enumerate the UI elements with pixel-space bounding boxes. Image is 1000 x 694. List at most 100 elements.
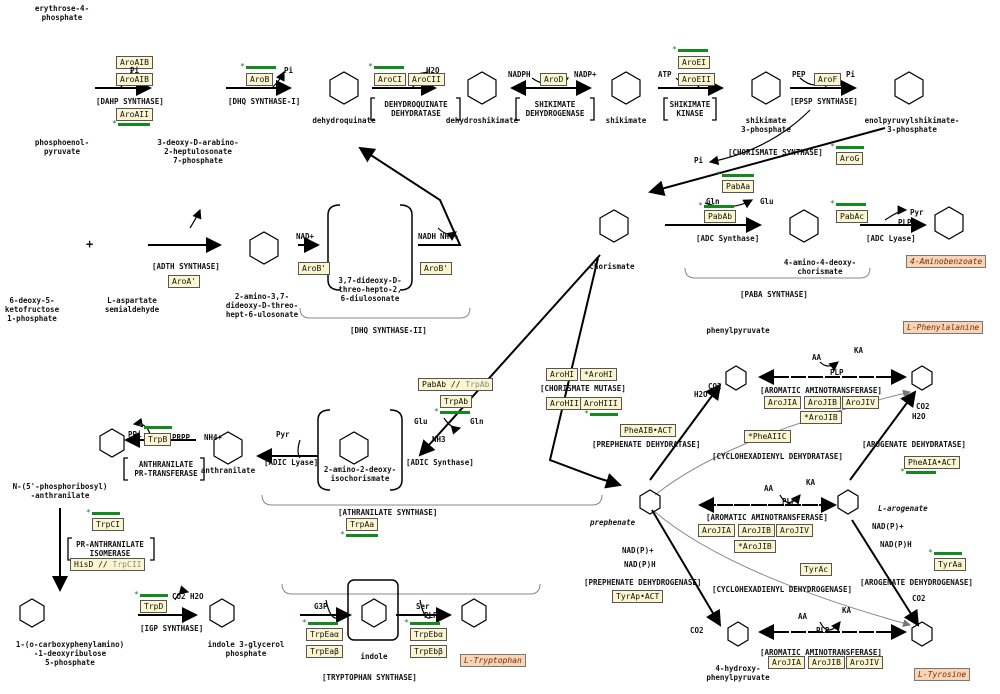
cofactor-plp: PLP [830,368,844,377]
enzyme-trpab[interactable]: TrpAb [440,395,473,408]
anthranilate-label: anthranilate [200,466,256,475]
enzyme-aroj-star-1[interactable]: *AroJIB [800,411,842,424]
enzyme-phea-ib-act[interactable]: PheAIB•ACT [620,424,677,437]
adic-synthase-label: [ADIC Synthase] [406,458,474,467]
igp-synthase-label: [IGP SYNTHASE] [140,624,204,633]
prephenate-label: prephenate [590,518,636,527]
enzyme-arob-prime-2[interactable]: AroB' [420,262,453,275]
cofactor-ka: KA [806,478,816,487]
green-marker [698,201,734,210]
ketofructose-label: 6-deoxy-5- ketofructose 1-phosphate [4,296,60,323]
enzyme-pabab[interactable]: PabAb [704,210,737,223]
green-marker [584,409,618,418]
cofactor-pi: Pi [694,156,704,165]
aspartate-semialdehyde-label: L-aspartate semialdehyde [104,296,160,314]
plus-sign: + [86,237,94,251]
l-tryptophan-endproduct: L-Tryptophan [460,654,526,667]
cofactor-co2: CO2 [708,382,722,391]
enzyme-hisd-trpc-ii[interactable]: HisD // TrpCII [70,558,146,571]
enzyme-aroa-ib[interactable]: AroAIB [116,56,153,69]
arogenate-dehydrogenase-label: [AROGENATE DEHYDROGENASE] [860,578,973,587]
enzyme-aroh-i[interactable]: AroHI [546,368,579,381]
enzyme-trpeb-beta[interactable]: TrpEbβ [410,645,447,658]
shikimate-dehydrogenase-label: SHIKIMATE DEHYDROGENASE [525,100,585,118]
enzyme-trpea-alpha[interactable]: TrpEaα [306,628,343,641]
cofactor-co2: CO2 [690,626,704,635]
dehydroquinate-dehydratase-label: DEHYDROQUINATE DEHYDRATASE [384,100,448,118]
anthranilate-pr-transferase-label: ANTHRANILATE PR-TRANSFERASE [134,460,198,478]
enzyme-arog[interactable]: AroG [836,152,864,165]
cofactor-gln: Gln [706,197,720,206]
phenylpyruvate-label: phenylpyruvate [706,326,770,335]
enzyme-pabac[interactable]: PabAc [836,210,869,223]
enzyme-aroj-iv-3[interactable]: AroJIV [846,656,883,669]
enzyme-aroj-star-2[interactable]: *AroJIB [734,540,776,553]
epsp-synthase-label: [EPSP SYNTHASE] [790,97,858,106]
cdrp-label: 1-(o-carboxyphenylamino) -1-deoxyribulos… [15,640,125,667]
enzyme-trpeb-alpha[interactable]: TrpEbα [410,628,447,641]
enzyme-aroh-star[interactable]: *AroHI [580,368,617,381]
cofactor-nadp: NADP+ [574,70,597,79]
enzyme-tyra-c[interactable]: TyrAc [800,563,833,576]
dhq-synthase-ii-label: [DHQ SYNTHASE-II] [350,326,427,335]
cofactor-h2o: H2O [694,390,708,399]
enzyme-aroh-iii[interactable]: AroHIII [580,397,622,410]
enzyme-aroj-ib-1[interactable]: AroJIB [804,396,841,409]
enzyme-phea-ia-act[interactable]: PheAIA•ACT [904,456,961,469]
enzyme-arof[interactable]: AroF [814,73,842,86]
cofactor-co2: CO2 [912,594,926,603]
enzyme-trpaa[interactable]: TrpAa [346,518,379,531]
tryptophan-synthase-label: [TRYPTOPHAN SYNTHASE] [322,673,417,682]
cofactor-ka: KA [854,346,864,355]
cofactor-nadh: NADH [418,232,437,241]
cofactor-nh4: NH4+ [204,433,223,442]
enzyme-pabab-trpab[interactable]: PabAb // TrpAb [418,378,494,391]
l-phenylalanine-endproduct: L-Phenylalanine [903,321,984,334]
enzyme-trpd[interactable]: TrpD [140,600,168,613]
enzyme-aroj-ia-1[interactable]: AroJIA [764,396,801,409]
enzyme-aroc-i[interactable]: AroCI [374,73,407,86]
enzyme-aroj-ia-2[interactable]: AroJIA [698,524,735,537]
dehydroshikimate-label: dehydroshikimate [445,116,519,125]
pra-label: N-(5'-phosphoribosyl) -anthranilate [12,482,108,500]
enzyme-aroa-prime[interactable]: AroA' [168,275,201,288]
enzyme-aroc-ii[interactable]: AroCII [408,73,445,86]
enzyme-trpb[interactable]: TrpB [144,433,172,446]
enzyme-aroa-ib-2[interactable]: AroAIB [116,73,153,86]
enzyme-trpea-beta[interactable]: TrpEaβ [306,645,343,658]
enzyme-trpc-i[interactable]: TrpCI [92,518,125,531]
cofactor-nh3: NH3 [432,435,446,444]
enzyme-aroh-ii[interactable]: AroHII [546,397,583,410]
cofactor-nadp: NAD(P)+ [872,522,904,531]
shikimate-label: shikimate [605,116,647,125]
cofactor-co2: CO2 [172,592,186,601]
enzyme-arob[interactable]: AroB [246,73,274,86]
cyclohexadienyl-dehydratase-label: [CYCLOHEXADIENYL DEHYDRATASE] [712,452,843,461]
enzyme-aroj-iv-2[interactable]: AroJIV [776,524,813,537]
green-marker [302,618,338,627]
enzyme-pabaa[interactable]: PabAa [722,180,755,193]
dhq-synthase-i-label: [DHQ SYNTHASE-I] [228,97,301,106]
enzyme-tyra-a[interactable]: TyrAa [934,558,967,571]
enzyme-arob-prime-1[interactable]: AroB' [298,262,331,275]
enzyme-aroj-iv-1[interactable]: AroJIV [842,396,879,409]
cofactor-plp: PLP [424,611,438,620]
enzyme-arod[interactable]: AroD [540,73,568,86]
enzyme-aroj-ib-3[interactable]: AroJIB [808,656,845,669]
paba-synthase-label: [PABA SYNTHASE] [740,290,808,299]
adth-synthase-label: [ADTH SYNTHASE] [152,262,220,271]
enzyme-tyra-p-act[interactable]: TyrAp•ACT [612,590,664,603]
enzyme-phea-iic[interactable]: *PheAIIC [744,430,791,443]
cofactor-ppi: PPi [128,430,142,439]
green-marker [240,62,276,71]
enzyme-aroa-ii[interactable]: AroAII [116,108,153,121]
4-hydroxyphenylpyruvate-label: 4-hydroxy- phenylpyruvate [706,664,770,682]
cofactor-pep: PEP [792,70,806,79]
enzyme-aroe-i[interactable]: AroEI [678,56,711,69]
cofactor-aa: AA [764,484,774,493]
enzyme-aroe-ii[interactable]: AroEII [678,73,715,86]
enzyme-aroj-ia-3[interactable]: AroJIA [768,656,805,669]
green-marker [928,548,962,557]
enzyme-aroj-ib-2[interactable]: AroJIB [738,524,775,537]
cofactor-nadp: NAD(P)+ [622,546,654,555]
